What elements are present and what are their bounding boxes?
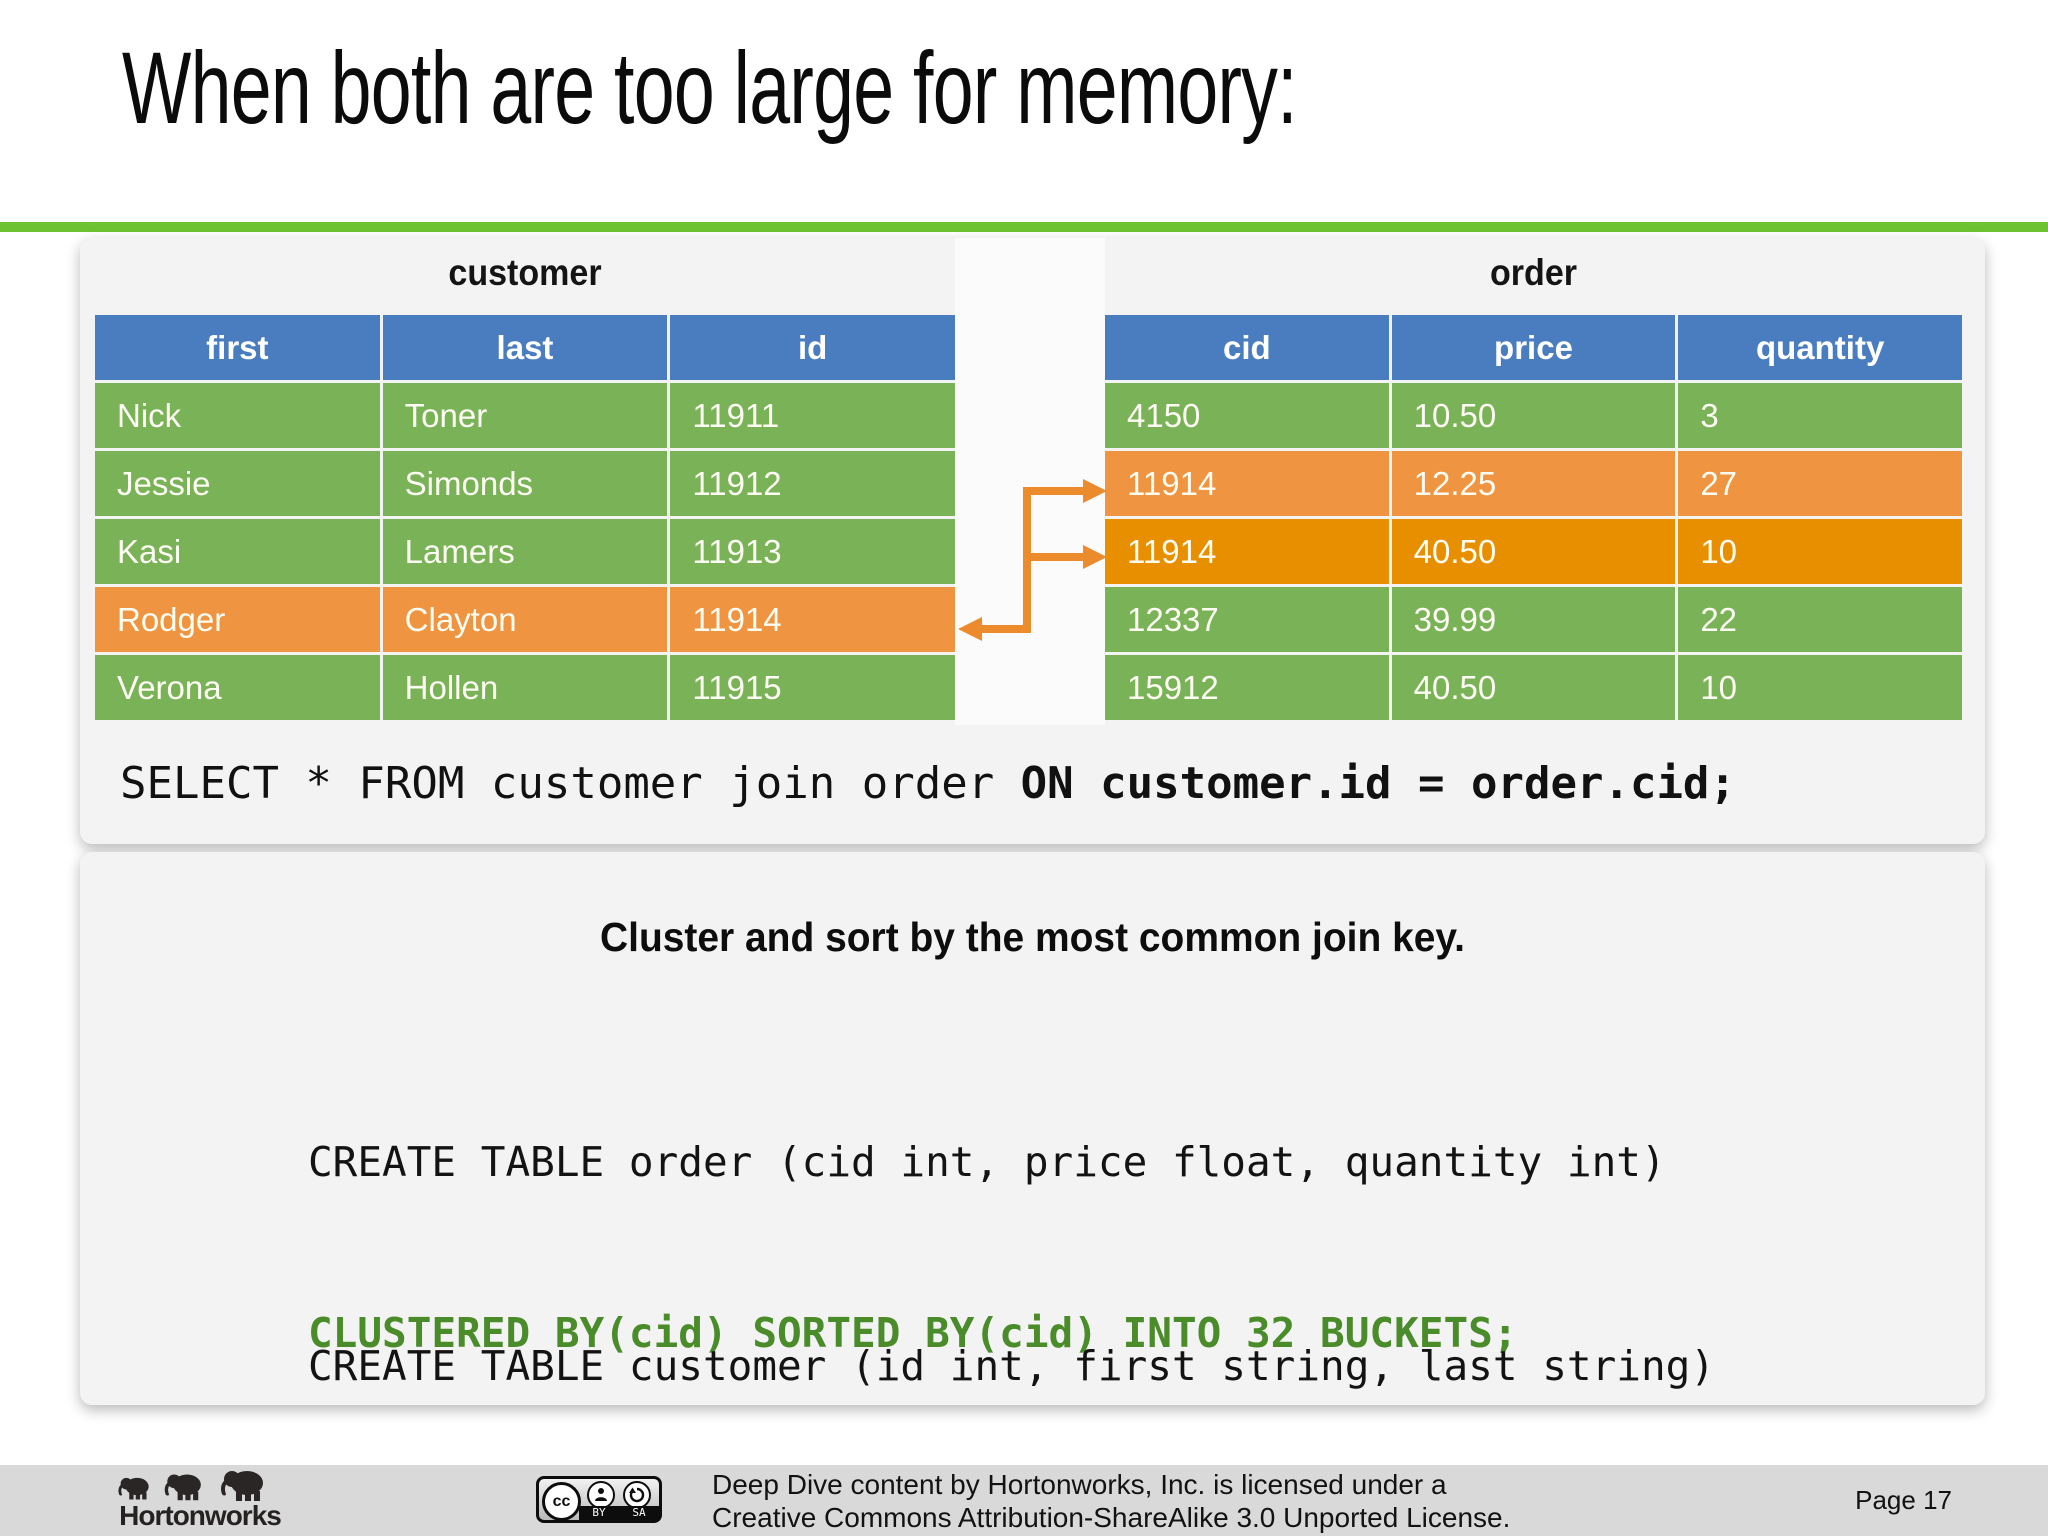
footer-bar: Hortonworks cc BY SA Deep Di bbox=[0, 1465, 2048, 1536]
table-cell: 27 bbox=[1678, 451, 1962, 516]
table-cell: 3 bbox=[1678, 383, 1962, 448]
table-cell: 11914 bbox=[1105, 519, 1389, 584]
select-sql-statement: SELECT * FROM customer join order ON cus… bbox=[120, 758, 1736, 809]
column-header: cid bbox=[1105, 315, 1389, 380]
creative-commons-badge: cc BY SA bbox=[536, 1476, 662, 1523]
license-text: Deep Dive content by Hortonworks, Inc. i… bbox=[712, 1468, 1510, 1534]
column-header: first bbox=[95, 315, 380, 380]
table-cell: Lamers bbox=[382, 519, 668, 584]
table-cell: 12337 bbox=[1105, 587, 1389, 652]
cc-sa-arrow-icon bbox=[623, 1481, 651, 1509]
table-cell: Rodger bbox=[95, 587, 380, 652]
code-line-create-order: CREATE TABLE order (cid int, price float… bbox=[308, 1138, 1666, 1186]
order-table-title: order bbox=[1489, 252, 1577, 293]
cc-icon: cc bbox=[542, 1482, 581, 1521]
hortonworks-wordmark: Hortonworks bbox=[119, 1500, 282, 1531]
cc-badge-labels: BY SA bbox=[579, 1506, 659, 1520]
table-gap-strip bbox=[955, 238, 1105, 725]
table-cell: Hollen bbox=[382, 655, 668, 720]
cc-by-label: BY bbox=[592, 1506, 606, 1519]
create-table-order-code: CREATE TABLE order (cid int, price float… bbox=[308, 1020, 1666, 1476]
page-number: Page 17 bbox=[1855, 1485, 1952, 1515]
cluster-sort-panel: Cluster and sort by the most common join… bbox=[80, 852, 1985, 1536]
table-cell: 4150 bbox=[1105, 383, 1389, 448]
table-cell: Jessie bbox=[95, 451, 380, 516]
table-cell: 15912 bbox=[1105, 655, 1389, 720]
table-cell: 11914 bbox=[670, 587, 955, 652]
table-cell: 10 bbox=[1678, 655, 1962, 720]
table-cell: 40.50 bbox=[1391, 655, 1676, 720]
title-divider-line bbox=[0, 222, 2048, 232]
table-cell: 11912 bbox=[670, 451, 955, 516]
license-line-1: Deep Dive content by Hortonworks, Inc. i… bbox=[712, 1469, 1447, 1500]
table-cell: 12.25 bbox=[1391, 451, 1676, 516]
table-cell: Clayton bbox=[382, 587, 668, 652]
table-cell: 22 bbox=[1678, 587, 1962, 652]
table-cell: 40.50 bbox=[1391, 519, 1676, 584]
cc-by-person-icon bbox=[587, 1481, 615, 1509]
table-cell: Toner bbox=[382, 383, 668, 448]
column-header: price bbox=[1391, 315, 1676, 380]
table-cell: 11915 bbox=[670, 655, 955, 720]
sql-bold-part: ON customer.id = order.cid; bbox=[1020, 758, 1736, 809]
table-cell: Verona bbox=[95, 655, 380, 720]
hortonworks-logo: Hortonworks bbox=[100, 1467, 300, 1531]
code-line-create-customer: CREATE TABLE customer (id int, first str… bbox=[308, 1342, 1715, 1390]
elephants-icon bbox=[118, 1471, 263, 1501]
table-cell: 11913 bbox=[670, 519, 955, 584]
table-cell: 11911 bbox=[670, 383, 955, 448]
table-cell: 10.50 bbox=[1391, 383, 1676, 448]
sql-normal-part: SELECT * FROM customer join order bbox=[120, 758, 1021, 809]
license-line-2: Creative Commons Attribution-ShareAlike … bbox=[712, 1502, 1511, 1533]
table-cell: Nick bbox=[95, 383, 380, 448]
table-cell: Kasi bbox=[95, 519, 380, 584]
column-header: id bbox=[670, 315, 955, 380]
column-header: quantity bbox=[1678, 315, 1962, 380]
slide-title: When both are too large for memory: bbox=[122, 31, 1298, 145]
table-cell: 10 bbox=[1678, 519, 1962, 584]
column-header: last bbox=[382, 315, 668, 380]
cc-sa-label: SA bbox=[632, 1506, 646, 1519]
cluster-heading: Cluster and sort by the most common join… bbox=[599, 914, 1465, 960]
table-cell: Simonds bbox=[382, 451, 668, 516]
customer-table-title: customer bbox=[448, 252, 602, 293]
join-key-arrows bbox=[958, 479, 1107, 641]
code-line-clustered-cid: CLUSTERED BY(cid) SORTED BY(cid) INTO 32… bbox=[308, 1309, 1518, 1357]
table-cell: 39.99 bbox=[1391, 587, 1676, 652]
table-cell: 11914 bbox=[1105, 451, 1389, 516]
